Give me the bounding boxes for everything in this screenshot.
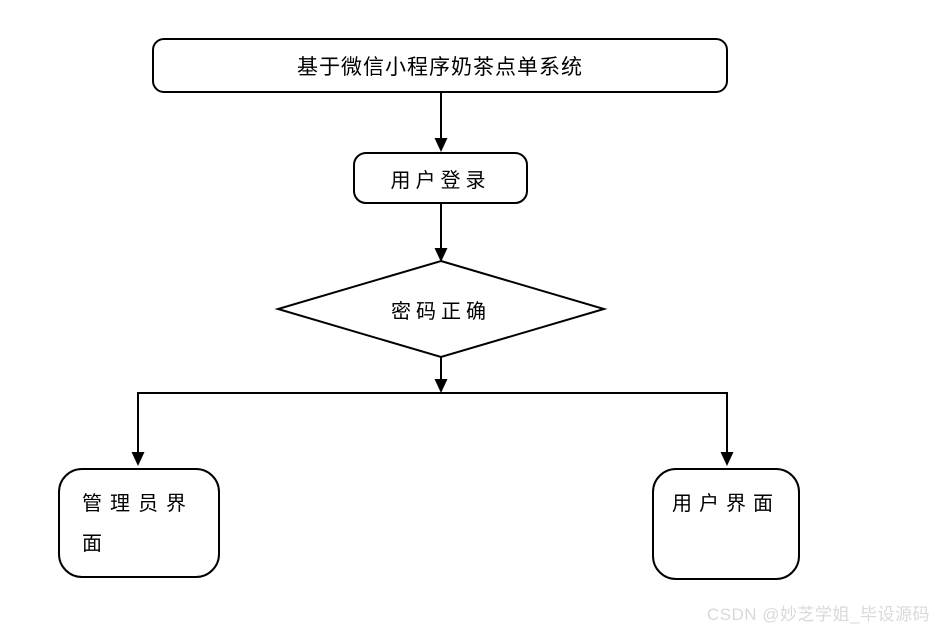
node-user-interface: 用户界面 <box>652 468 800 580</box>
arrowhead-login-to-decision <box>434 248 448 262</box>
node-system-title-label: 基于微信小程序奶茶点单系统 <box>297 54 583 79</box>
csdn-watermark: CSDN @妙芝学姐_毕设源码 <box>706 605 930 624</box>
node-user-login-label: 用户登录 <box>390 167 491 192</box>
node-password-decision-label: 密码正确 <box>391 298 491 323</box>
node-admin-interface: 管理员界面 <box>58 468 220 578</box>
node-user-login: 用户登录 <box>353 152 528 204</box>
node-admin-interface-label: 管理员界面 <box>82 491 194 555</box>
node-user-interface-label: 用户界面 <box>672 491 780 515</box>
arrowhead-decision-to-split <box>434 379 448 393</box>
arrowhead-split-to-admin <box>131 452 145 466</box>
node-system-title: 基于微信小程序奶茶点单系统 <box>152 38 728 93</box>
arrowhead-title-to-login <box>434 138 448 152</box>
arrowhead-split-to-user <box>720 452 734 466</box>
node-password-decision: 密码正确 <box>278 261 604 357</box>
